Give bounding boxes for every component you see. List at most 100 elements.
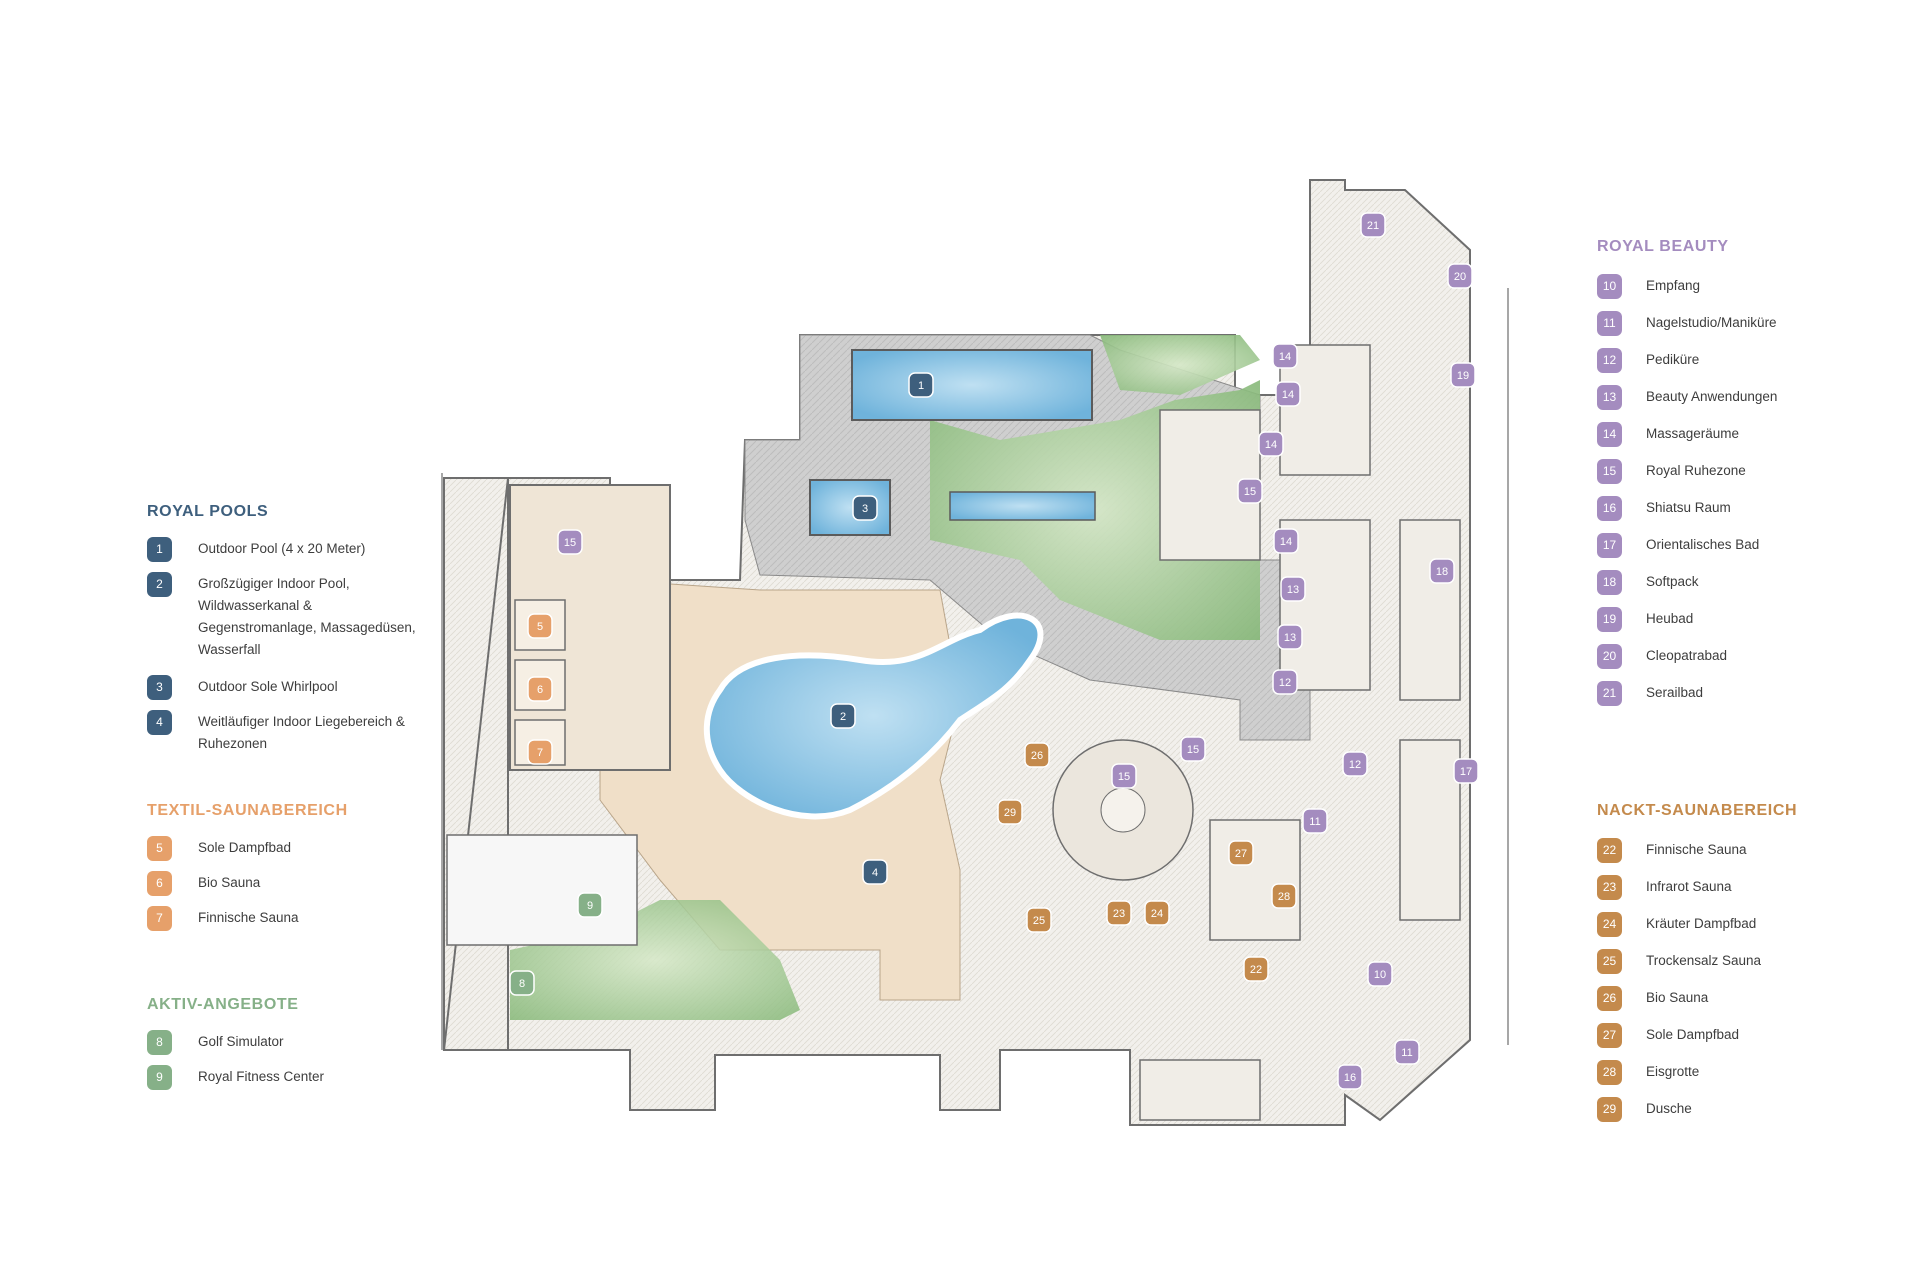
map-marker-10: 10 xyxy=(1367,961,1393,987)
map-marker-badge xyxy=(1106,900,1132,926)
map-marker-number: 14 xyxy=(1279,351,1291,363)
legend-item: 4 Weitläufiger Indoor Liegebereich & Ruh… xyxy=(147,710,428,755)
map-marker-badge xyxy=(1144,900,1170,926)
map-marker-29: 29 xyxy=(997,799,1023,825)
legend-badge: 5 xyxy=(147,836,172,861)
map-marker-badge xyxy=(1271,883,1297,909)
legend-label: Golf Simulator xyxy=(198,1034,284,1049)
map-marker-badge xyxy=(830,703,856,729)
legend-label: Cleopatrabad xyxy=(1646,648,1728,663)
map-marker-number: 2 xyxy=(840,711,846,723)
map-marker-number: 12 xyxy=(1349,759,1361,771)
legend-heading-royal-beauty: ROYAL BEAUTY xyxy=(1597,238,1729,255)
map-marker-badge xyxy=(1273,528,1299,554)
map-marker-number: 13 xyxy=(1284,632,1296,644)
map-marker-16: 16 xyxy=(1337,1064,1363,1090)
map-marker-badge xyxy=(1394,1039,1420,1065)
map-marker-number: 11 xyxy=(1309,816,1320,828)
map-marker-badge xyxy=(527,739,553,765)
map-marker-14: 14 xyxy=(1258,431,1284,457)
legend-label: Sole Dampfbad xyxy=(198,840,292,855)
map-marker-1: 1 xyxy=(908,372,934,398)
map-marker-number: 14 xyxy=(1265,439,1277,451)
map-marker-2: 2 xyxy=(830,703,856,729)
map-marker-badge xyxy=(1275,381,1301,407)
legend-badge: 17 xyxy=(1597,533,1622,558)
legend-label: Beauty Anwendungen xyxy=(1646,389,1778,404)
legend-label: Outdoor Sole Whirlpool xyxy=(198,679,338,694)
legend-badge: 8 xyxy=(147,1030,172,1055)
map-marker-number: 18 xyxy=(1436,566,1448,578)
map-marker-26: 26 xyxy=(1024,742,1050,768)
map-marker-6: 6 xyxy=(527,676,553,702)
map-markers: 1234567891011111212131314141414151515151… xyxy=(509,212,1479,1090)
map-marker-14: 14 xyxy=(1275,381,1301,407)
legend-aktiv: AKTIV-ANGEBOTE 8 Golf Simulator 9 Royal … xyxy=(147,996,324,1090)
map-marker-24: 24 xyxy=(1144,900,1170,926)
legend-label: Kräuter Dampfbad xyxy=(1646,916,1757,931)
legend-badge: 10 xyxy=(1597,274,1622,299)
map-marker-number: 15 xyxy=(1118,771,1130,783)
map-marker-badge xyxy=(1342,751,1368,777)
map-marker-number: 1 xyxy=(918,380,924,392)
map-marker-23: 23 xyxy=(1106,900,1132,926)
legend-badge: 29 xyxy=(1597,1097,1622,1122)
legend-badge: 14 xyxy=(1597,422,1622,447)
map-marker-11: 11 xyxy=(1302,808,1328,834)
map-marker-number: 15 xyxy=(1244,486,1256,498)
map-marker-badge xyxy=(1280,576,1306,602)
map-marker-number: 6 xyxy=(537,684,543,696)
legend-textil-sauna: TEXTIL-SAUNABEREICH 5 Sole Dampfbad 6 Bi… xyxy=(147,802,348,931)
legend-label: Royal Fitness Center xyxy=(198,1069,325,1084)
legend-label: Infrarot Sauna xyxy=(1646,879,1732,894)
map-marker-8: 8 xyxy=(509,970,535,996)
legend-label: Finnische Sauna xyxy=(198,910,299,925)
map-marker-number: 22 xyxy=(1250,964,1262,976)
map-marker-18: 18 xyxy=(1429,558,1455,584)
map-marker-28: 28 xyxy=(1271,883,1297,909)
map-marker-number: 29 xyxy=(1004,807,1016,819)
legend-label: Empfang xyxy=(1646,278,1701,293)
legend-badge: 12 xyxy=(1597,348,1622,373)
map-marker-number: 27 xyxy=(1235,848,1247,860)
map-marker-9: 9 xyxy=(577,892,603,918)
legend-badge: 1 xyxy=(147,537,172,562)
map-marker-badge xyxy=(1337,1064,1363,1090)
map-marker-15: 15 xyxy=(1237,478,1263,504)
map-marker-7: 7 xyxy=(527,739,553,765)
garden-area-top xyxy=(1100,335,1260,395)
map-marker-number: 28 xyxy=(1278,891,1290,903)
legend-label: Sole Dampfbad xyxy=(1646,1027,1740,1042)
map-marker-badge xyxy=(1447,263,1473,289)
legend-heading-nackt-sauna: NACKT-SAUNABEREICH xyxy=(1597,802,1798,819)
map-marker-badge xyxy=(527,676,553,702)
map-marker-badge xyxy=(1258,431,1284,457)
map-marker-15: 15 xyxy=(1180,736,1206,762)
legend-heading-textil-sauna: TEXTIL-SAUNABEREICH xyxy=(147,802,348,819)
map-marker-badge xyxy=(1272,343,1298,369)
map-marker-15: 15 xyxy=(557,529,583,555)
legend-badge: 16 xyxy=(1597,496,1622,521)
fitness-center-room xyxy=(446,834,638,946)
legend-badge: 26 xyxy=(1597,986,1622,1011)
outdoor-pool xyxy=(851,349,1093,421)
map-marker-badge xyxy=(908,372,934,398)
legend-badge: 22 xyxy=(1597,838,1622,863)
map-marker-badge xyxy=(997,799,1023,825)
map-marker-number: 4 xyxy=(872,867,878,879)
map-marker-number: 8 xyxy=(519,978,525,990)
map-marker-badge xyxy=(1237,478,1263,504)
map-marker-number: 20 xyxy=(1454,271,1466,283)
